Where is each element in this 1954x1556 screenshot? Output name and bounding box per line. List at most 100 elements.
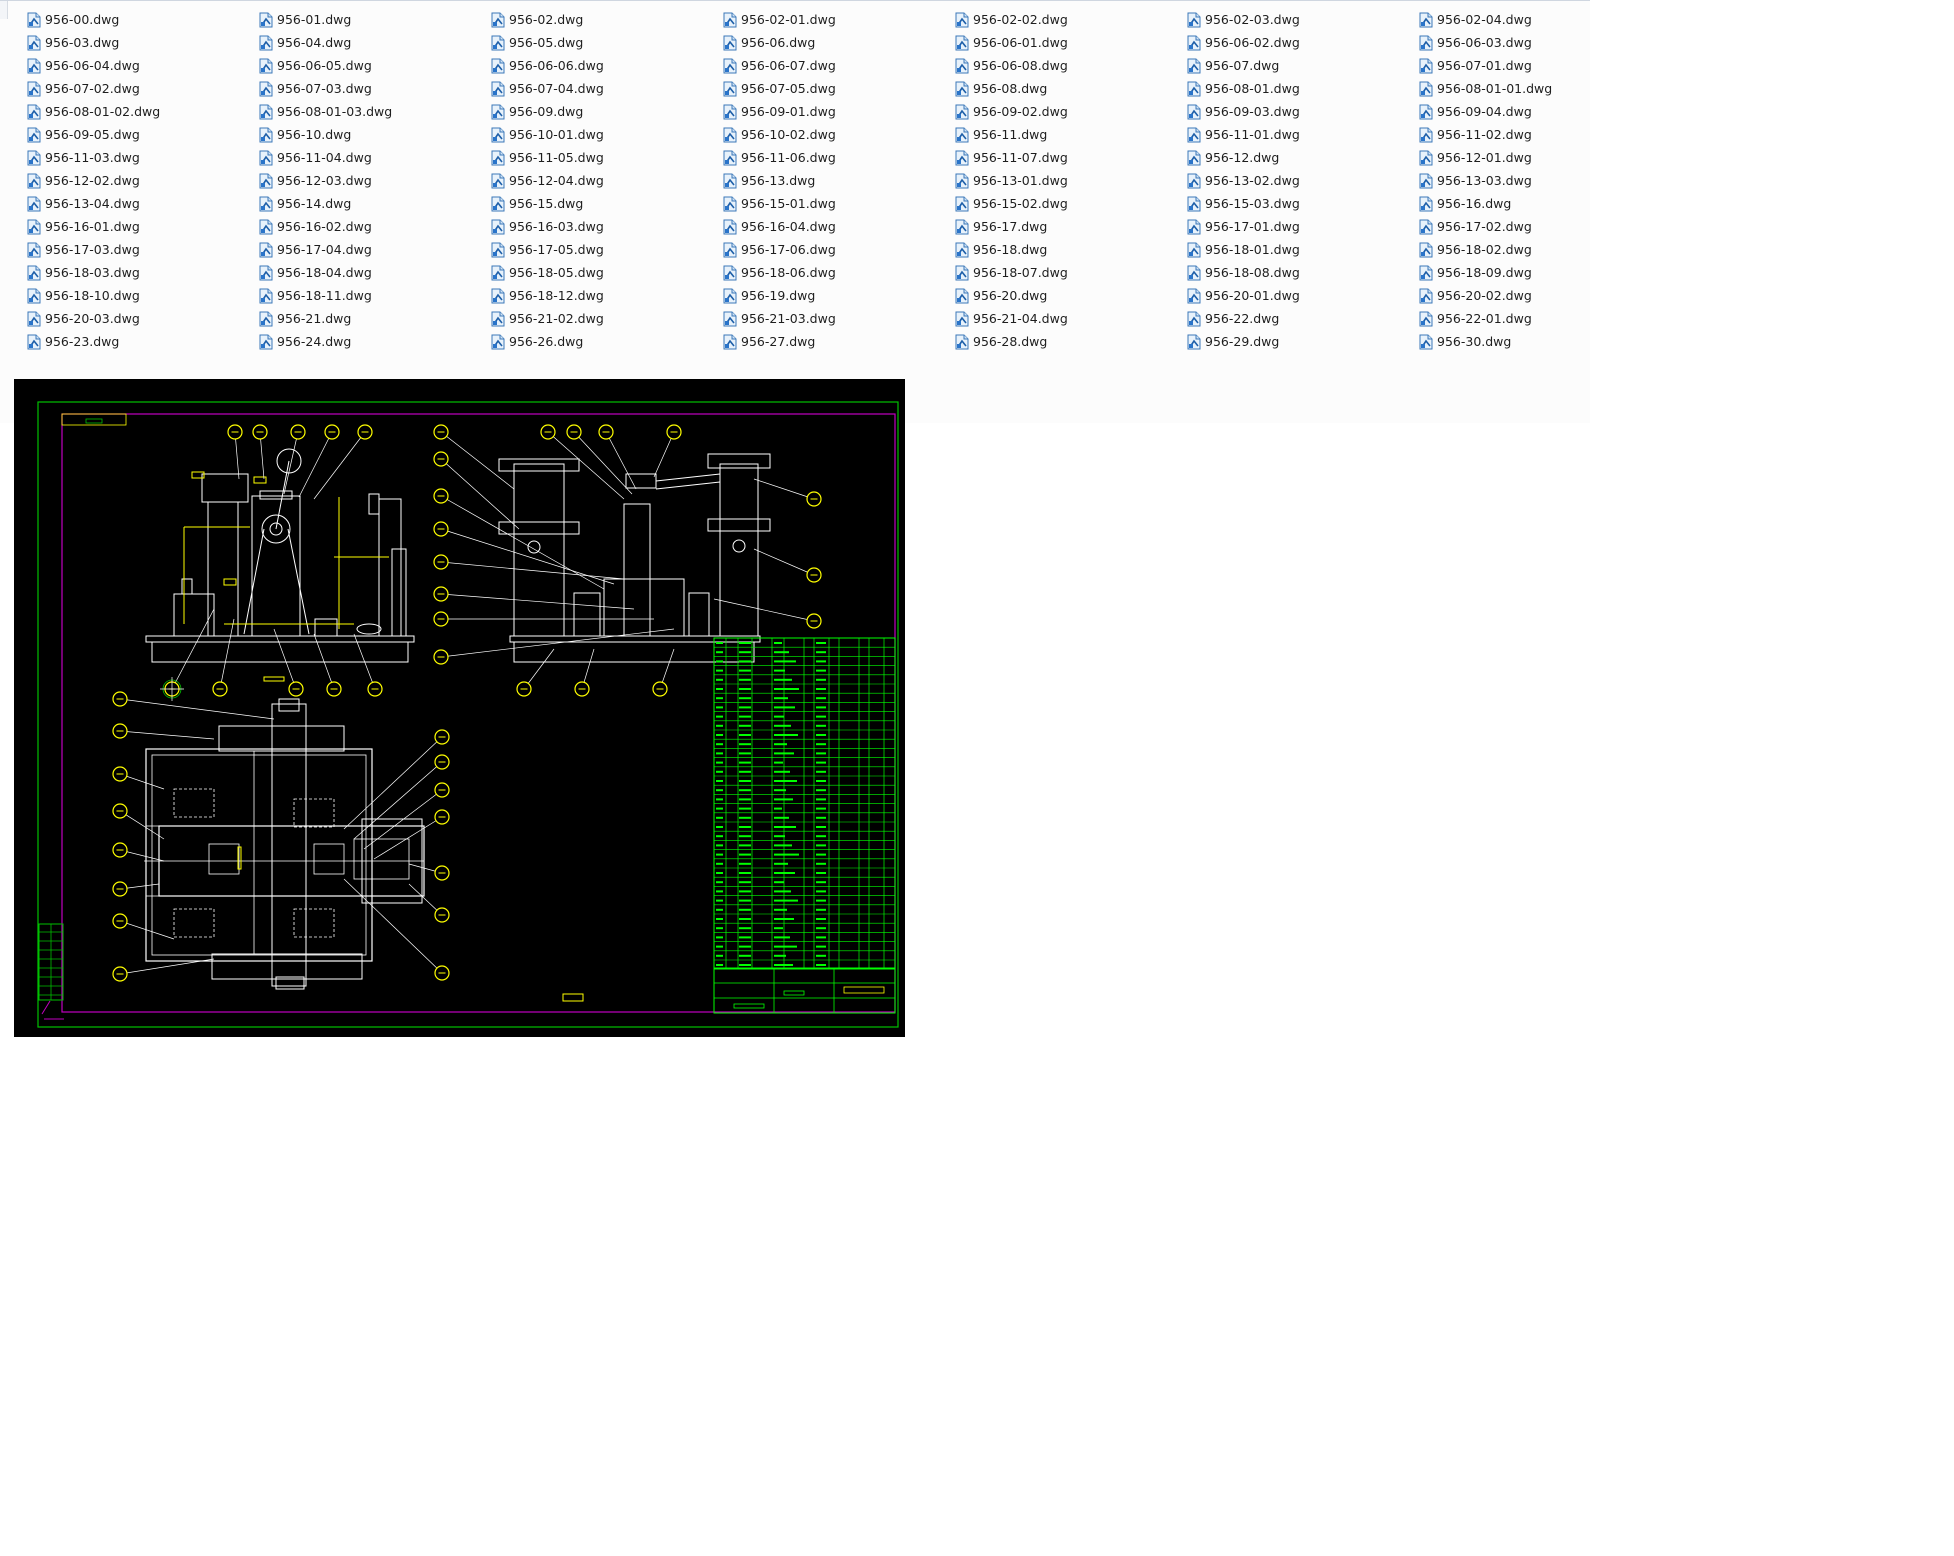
file-item[interactable]: 956-02-04.dwg [1419, 8, 1651, 31]
file-item[interactable]: 956-24.dwg [259, 330, 491, 353]
file-item[interactable]: 956-07-03.dwg [259, 77, 491, 100]
file-item[interactable]: 956-18-01.dwg [1187, 238, 1419, 261]
file-item[interactable]: 956-18-11.dwg [259, 284, 491, 307]
file-item[interactable]: 956-02-01.dwg [723, 8, 955, 31]
file-item[interactable]: 956-13-03.dwg [1419, 169, 1651, 192]
file-item[interactable]: 956-03.dwg [27, 31, 259, 54]
file-item[interactable]: 956-28.dwg [955, 330, 1187, 353]
file-item[interactable]: 956-06-01.dwg [955, 31, 1187, 54]
file-item[interactable]: 956-01.dwg [259, 8, 491, 31]
file-item[interactable]: 956-18-07.dwg [955, 261, 1187, 284]
file-item[interactable]: 956-16-02.dwg [259, 215, 491, 238]
file-item[interactable]: 956-12-01.dwg [1419, 146, 1651, 169]
file-item[interactable]: 956-05.dwg [491, 31, 723, 54]
file-item[interactable]: 956-07-04.dwg [491, 77, 723, 100]
file-item[interactable]: 956-18-06.dwg [723, 261, 955, 284]
file-item[interactable]: 956-10-01.dwg [491, 123, 723, 146]
file-item[interactable]: 956-18-02.dwg [1419, 238, 1651, 261]
file-item[interactable]: 956-15-03.dwg [1187, 192, 1419, 215]
file-item[interactable]: 956-09-05.dwg [27, 123, 259, 146]
file-item[interactable]: 956-11-04.dwg [259, 146, 491, 169]
file-item[interactable]: 956-02-03.dwg [1187, 8, 1419, 31]
file-item[interactable]: 956-22-01.dwg [1419, 307, 1651, 330]
file-item[interactable]: 956-20-03.dwg [27, 307, 259, 330]
file-item[interactable]: 956-18-03.dwg [27, 261, 259, 284]
file-item[interactable]: 956-27.dwg [723, 330, 955, 353]
file-item[interactable]: 956-18-08.dwg [1187, 261, 1419, 284]
file-item[interactable]: 956-13-01.dwg [955, 169, 1187, 192]
file-item[interactable]: 956-00.dwg [27, 8, 259, 31]
file-item[interactable]: 956-30.dwg [1419, 330, 1651, 353]
file-item[interactable]: 956-18-10.dwg [27, 284, 259, 307]
file-item[interactable]: 956-18-05.dwg [491, 261, 723, 284]
file-item[interactable]: 956-17-03.dwg [27, 238, 259, 261]
file-item[interactable]: 956-06-08.dwg [955, 54, 1187, 77]
file-item[interactable]: 956-18-12.dwg [491, 284, 723, 307]
file-item[interactable]: 956-15.dwg [491, 192, 723, 215]
file-item[interactable]: 956-11-02.dwg [1419, 123, 1651, 146]
file-item[interactable]: 956-02-02.dwg [955, 8, 1187, 31]
file-item[interactable]: 956-08-01-03.dwg [259, 100, 491, 123]
file-item[interactable]: 956-07-01.dwg [1419, 54, 1651, 77]
file-item[interactable]: 956-17-02.dwg [1419, 215, 1651, 238]
file-item[interactable]: 956-26.dwg [491, 330, 723, 353]
file-item[interactable]: 956-17-04.dwg [259, 238, 491, 261]
file-item[interactable]: 956-18-04.dwg [259, 261, 491, 284]
file-item[interactable]: 956-16.dwg [1419, 192, 1651, 215]
file-item[interactable]: 956-11-05.dwg [491, 146, 723, 169]
file-item[interactable]: 956-21-03.dwg [723, 307, 955, 330]
file-item[interactable]: 956-20-02.dwg [1419, 284, 1651, 307]
file-item[interactable]: 956-08-01.dwg [1187, 77, 1419, 100]
file-item[interactable]: 956-09-03.dwg [1187, 100, 1419, 123]
file-item[interactable]: 956-09-01.dwg [723, 100, 955, 123]
file-item[interactable]: 956-21-02.dwg [491, 307, 723, 330]
file-item[interactable]: 956-10-02.dwg [723, 123, 955, 146]
file-item[interactable]: 956-09-02.dwg [955, 100, 1187, 123]
file-item[interactable]: 956-22.dwg [1187, 307, 1419, 330]
file-item[interactable]: 956-23.dwg [27, 330, 259, 353]
file-item[interactable]: 956-18-09.dwg [1419, 261, 1651, 284]
file-item[interactable]: 956-11-03.dwg [27, 146, 259, 169]
file-item[interactable]: 956-06-05.dwg [259, 54, 491, 77]
file-item[interactable]: 956-11-06.dwg [723, 146, 955, 169]
file-item[interactable]: 956-17-05.dwg [491, 238, 723, 261]
file-item[interactable]: 956-16-03.dwg [491, 215, 723, 238]
file-item[interactable]: 956-21.dwg [259, 307, 491, 330]
file-item[interactable]: 956-06-06.dwg [491, 54, 723, 77]
file-item[interactable]: 956-17-06.dwg [723, 238, 955, 261]
file-item[interactable]: 956-07.dwg [1187, 54, 1419, 77]
file-item[interactable]: 956-17.dwg [955, 215, 1187, 238]
file-item[interactable]: 956-16-01.dwg [27, 215, 259, 238]
file-item[interactable]: 956-14.dwg [259, 192, 491, 215]
file-item[interactable]: 956-16-04.dwg [723, 215, 955, 238]
file-item[interactable]: 956-09-04.dwg [1419, 100, 1651, 123]
file-item[interactable]: 956-12-04.dwg [491, 169, 723, 192]
file-item[interactable]: 956-13.dwg [723, 169, 955, 192]
file-item[interactable]: 956-15-02.dwg [955, 192, 1187, 215]
file-item[interactable]: 956-13-04.dwg [27, 192, 259, 215]
file-item[interactable]: 956-08-01-01.dwg [1419, 77, 1651, 100]
file-item[interactable]: 956-19.dwg [723, 284, 955, 307]
file-item[interactable]: 956-12-02.dwg [27, 169, 259, 192]
file-item[interactable]: 956-11.dwg [955, 123, 1187, 146]
file-item[interactable]: 956-15-01.dwg [723, 192, 955, 215]
file-item[interactable]: 956-21-04.dwg [955, 307, 1187, 330]
file-item[interactable]: 956-29.dwg [1187, 330, 1419, 353]
file-item[interactable]: 956-07-02.dwg [27, 77, 259, 100]
file-item[interactable]: 956-10.dwg [259, 123, 491, 146]
file-item[interactable]: 956-12.dwg [1187, 146, 1419, 169]
file-item[interactable]: 956-20.dwg [955, 284, 1187, 307]
file-item[interactable]: 956-11-07.dwg [955, 146, 1187, 169]
file-item[interactable]: 956-20-01.dwg [1187, 284, 1419, 307]
file-item[interactable]: 956-02.dwg [491, 8, 723, 31]
file-item[interactable]: 956-17-01.dwg [1187, 215, 1419, 238]
file-item[interactable]: 956-06-07.dwg [723, 54, 955, 77]
file-item[interactable]: 956-18.dwg [955, 238, 1187, 261]
file-item[interactable]: 956-06-02.dwg [1187, 31, 1419, 54]
file-item[interactable]: 956-06-04.dwg [27, 54, 259, 77]
file-item[interactable]: 956-11-01.dwg [1187, 123, 1419, 146]
file-item[interactable]: 956-07-05.dwg [723, 77, 955, 100]
file-item[interactable]: 956-09.dwg [491, 100, 723, 123]
file-item[interactable]: 956-13-02.dwg [1187, 169, 1419, 192]
file-item[interactable]: 956-12-03.dwg [259, 169, 491, 192]
